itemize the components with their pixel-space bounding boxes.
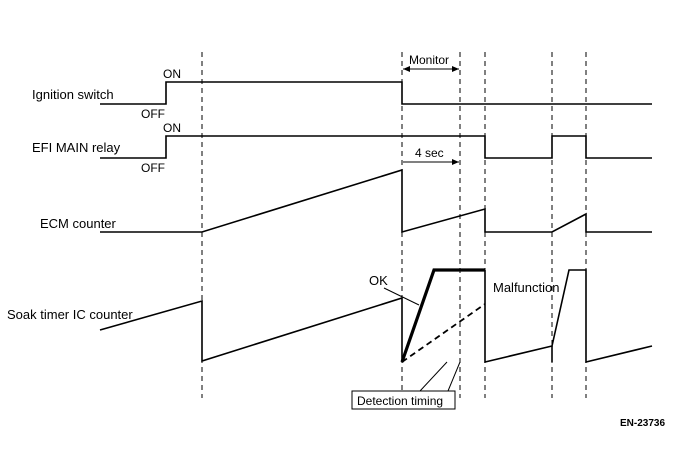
efi-signal [100, 135, 652, 159]
ignition-label: Ignition switch [32, 87, 114, 102]
four-sec-label: 4 sec [415, 146, 444, 160]
four-sec-annotation: 4 sec [403, 146, 459, 165]
monitor-annotation: Monitor [403, 53, 459, 72]
figure-id: EN-23736 [620, 418, 665, 429]
malfunction-trace [401, 303, 486, 363]
efi-label: EFI MAIN relay [32, 140, 121, 155]
soak-signal [99, 296, 403, 363]
ignition-off-label: OFF [141, 107, 165, 121]
efi-off-label: OFF [141, 161, 165, 175]
detection-leader-1 [419, 361, 448, 392]
ok-label: OK [369, 273, 388, 288]
malfunction-label: Malfunction [493, 280, 559, 295]
detection-box [351, 390, 456, 410]
efi-row: EFI MAIN relay ON OFF [32, 121, 652, 175]
efi-on-label: ON [163, 121, 181, 135]
soak-label: Soak timer IC counter [7, 307, 133, 322]
ecm-row: ECM counter [40, 168, 652, 234]
ecm-signal [100, 168, 652, 234]
ignition-row: Ignition switch ON OFF [32, 67, 652, 121]
monitor-label: Monitor [409, 53, 449, 67]
detection-leader-2 [447, 361, 461, 392]
ok-leader [383, 287, 420, 306]
monitor-arrow-left [403, 66, 410, 72]
ok-trace [400, 268, 485, 363]
monitor-arrow-right [452, 66, 459, 72]
ignition-on-label: ON [163, 67, 181, 81]
ecm-label: ECM counter [40, 216, 117, 231]
soak-signal-after [484, 269, 653, 364]
detection-annotation: Detection timing [351, 361, 461, 410]
ignition-signal [100, 81, 652, 105]
detection-label: Detection timing [357, 394, 443, 408]
soak-row: Soak timer IC counter [7, 268, 653, 364]
four-sec-arrow-head [452, 159, 459, 165]
result-annotations: OK Malfunction [369, 273, 559, 306]
